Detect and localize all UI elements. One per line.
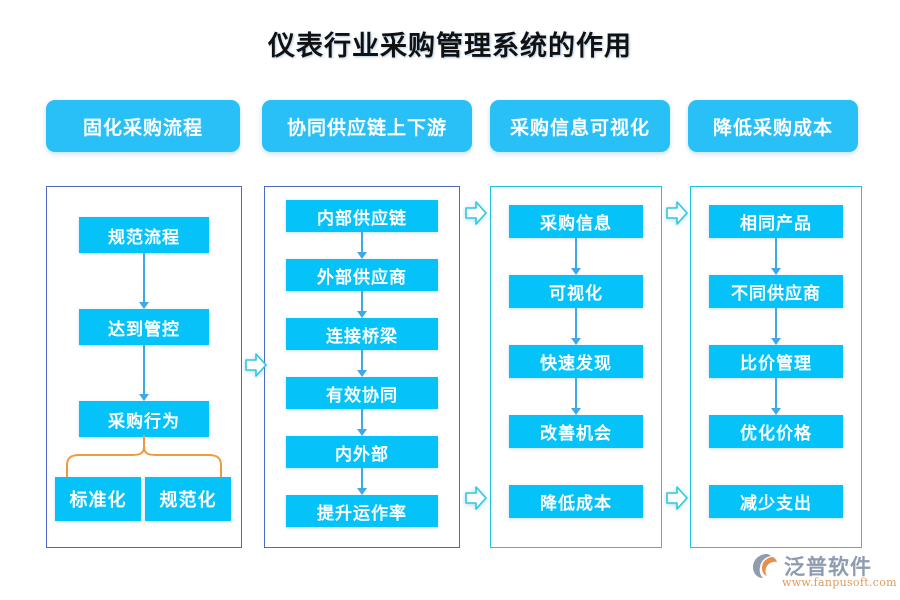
orange-bracket-connector (66, 435, 222, 478)
node-optimize-price[interactable]: 优化价格 (709, 415, 843, 448)
node-reduce-cost[interactable]: 降低成本 (509, 485, 643, 518)
node-effective-collaboration[interactable]: 有效协同 (286, 377, 438, 409)
chevron-right-icon (465, 201, 487, 225)
column-cost-reduction: 相同产品 不同供应商 比价管理 优化价格 减少支出 (690, 186, 862, 548)
header-pill-supply-chain[interactable]: 协同供应链上下游 (262, 100, 472, 152)
arrow-down-icon (356, 409, 368, 436)
page-title: 仪表行业采购管理系统的作用 (268, 31, 632, 61)
arrow-down-icon (138, 253, 150, 309)
node-same-product[interactable]: 相同产品 (709, 205, 843, 238)
node-connecting-bridge[interactable]: 连接桥梁 (286, 318, 438, 350)
header-pill-visibility[interactable]: 采购信息可视化 (490, 100, 670, 152)
arrow-down-icon (770, 378, 782, 415)
node-different-suppliers[interactable]: 不同供应商 (709, 275, 843, 308)
node-external-supplier[interactable]: 外部供应商 (286, 259, 438, 291)
node-quick-discovery[interactable]: 快速发现 (509, 345, 643, 378)
chevron-right-icon (245, 353, 267, 377)
arrow-down-icon (138, 345, 150, 401)
fanpu-logo-icon (753, 554, 777, 578)
header-pill-fixed-process[interactable]: 固化采购流程 (46, 100, 240, 152)
arrow-down-icon (770, 308, 782, 345)
node-standardization[interactable]: 标准化 (55, 477, 141, 521)
node-procurement-info[interactable]: 采购信息 (509, 205, 643, 238)
node-visualization[interactable]: 可视化 (509, 275, 643, 308)
node-internal-supply-chain[interactable]: 内部供应链 (286, 200, 438, 232)
node-price-comparison[interactable]: 比价管理 (709, 345, 843, 378)
chevron-right-icon (465, 486, 487, 510)
arrow-down-icon (356, 468, 368, 495)
node-improvement-opportunity[interactable]: 改善机会 (509, 415, 643, 448)
arrow-down-icon (570, 308, 582, 345)
arrow-down-icon (770, 238, 782, 275)
brand-logo: 泛普软件 www.fanpusoft.com (752, 551, 897, 593)
node-normalization[interactable]: 规范化 (145, 477, 231, 521)
chevron-right-icon (666, 201, 688, 225)
brand-url: www.fanpusoft.com (782, 576, 897, 589)
chevron-right-icon (666, 486, 688, 510)
arrow-down-icon (570, 238, 582, 275)
arrow-down-icon (356, 350, 368, 377)
column-process-standardization: 规范流程 达到管控 采购行为 标准化 规范化 (46, 186, 242, 548)
header-pill-cost-reduction[interactable]: 降低采购成本 (688, 100, 858, 152)
node-standard-process[interactable]: 规范流程 (79, 217, 209, 253)
header-pill-row: 固化采购流程 协同供应链上下游 采购信息可视化 降低采购成本 (0, 100, 900, 152)
node-achieve-control[interactable]: 达到管控 (79, 309, 209, 345)
node-improve-operation-rate[interactable]: 提升运作率 (286, 495, 438, 527)
arrow-down-icon (356, 232, 368, 259)
column-visibility: 采购信息 可视化 快速发现 改善机会 降低成本 (490, 186, 662, 548)
arrow-down-icon (356, 291, 368, 318)
node-reduce-expenditure[interactable]: 减少支出 (709, 485, 843, 518)
node-procurement-behavior[interactable]: 采购行为 (79, 401, 209, 437)
node-internal-external[interactable]: 内外部 (286, 436, 438, 468)
arrow-down-icon (570, 378, 582, 415)
column-supply-chain: 内部供应链 外部供应商 连接桥梁 有效协同 内外部 提升运作率 (264, 186, 460, 548)
brand-name: 泛普软件 (784, 555, 872, 579)
